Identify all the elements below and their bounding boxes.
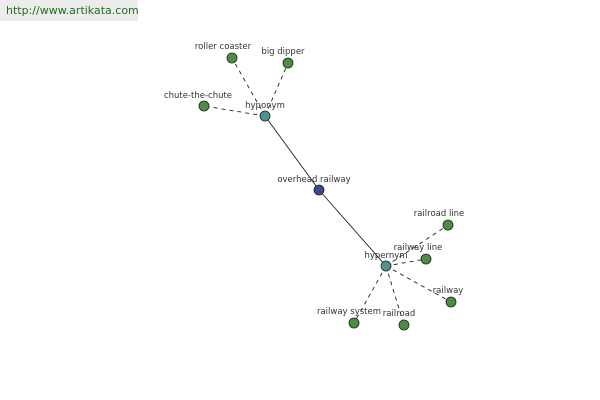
edge-hyponym-to-roller-coaster <box>231 57 266 117</box>
node-label-roller-coaster[interactable]: roller coaster <box>195 42 252 52</box>
edge-hyponym-to-chute-the-chute <box>203 105 266 117</box>
node-label-hyponym[interactable]: hyponym <box>245 101 285 111</box>
labels-layer: overhead railway hyponym hypernym roller co… <box>164 42 464 319</box>
node-label-railway-system[interactable]: railway system <box>317 307 381 317</box>
edge-center-to-hypernym <box>318 189 387 267</box>
edge-center-to-hyponym <box>264 115 320 191</box>
node-label-center[interactable]: overhead railway <box>277 175 350 185</box>
node-roller-coaster[interactable] <box>226 52 238 64</box>
edges-layer <box>203 57 452 326</box>
node-big-dipper[interactable] <box>282 57 294 69</box>
node-label-hypernym[interactable]: hypernym <box>364 251 407 261</box>
node-railroad[interactable] <box>398 319 410 331</box>
node-label-railroad[interactable]: railroad <box>383 309 416 319</box>
edge-hyponym-to-big-dipper <box>264 62 289 117</box>
node-label-big-dipper[interactable]: big dipper <box>261 47 305 57</box>
node-label-railroad-line[interactable]: railroad line <box>414 209 465 219</box>
node-center[interactable] <box>313 184 325 196</box>
nodes-layer <box>198 52 457 331</box>
site-url-link[interactable]: http://www.artikata.com <box>0 0 139 21</box>
node-label-railway[interactable]: railway <box>433 286 464 296</box>
node-hypernym[interactable] <box>380 260 392 272</box>
node-label-railway-line[interactable]: railway line <box>394 243 443 253</box>
node-railway-line[interactable] <box>420 253 432 265</box>
node-railroad-line[interactable] <box>442 219 454 231</box>
node-railway-system[interactable] <box>348 317 360 329</box>
node-hyponym[interactable] <box>259 110 271 122</box>
edge-hypernym-to-railway-system <box>353 265 387 324</box>
edge-hypernym-to-railway-line <box>385 258 427 267</box>
node-chute-the-chute[interactable] <box>198 100 210 112</box>
edge-hypernym-to-railroad <box>385 265 405 326</box>
node-railway[interactable] <box>445 296 457 308</box>
node-label-chute-the-chute[interactable]: chute-the-chute <box>164 91 232 101</box>
